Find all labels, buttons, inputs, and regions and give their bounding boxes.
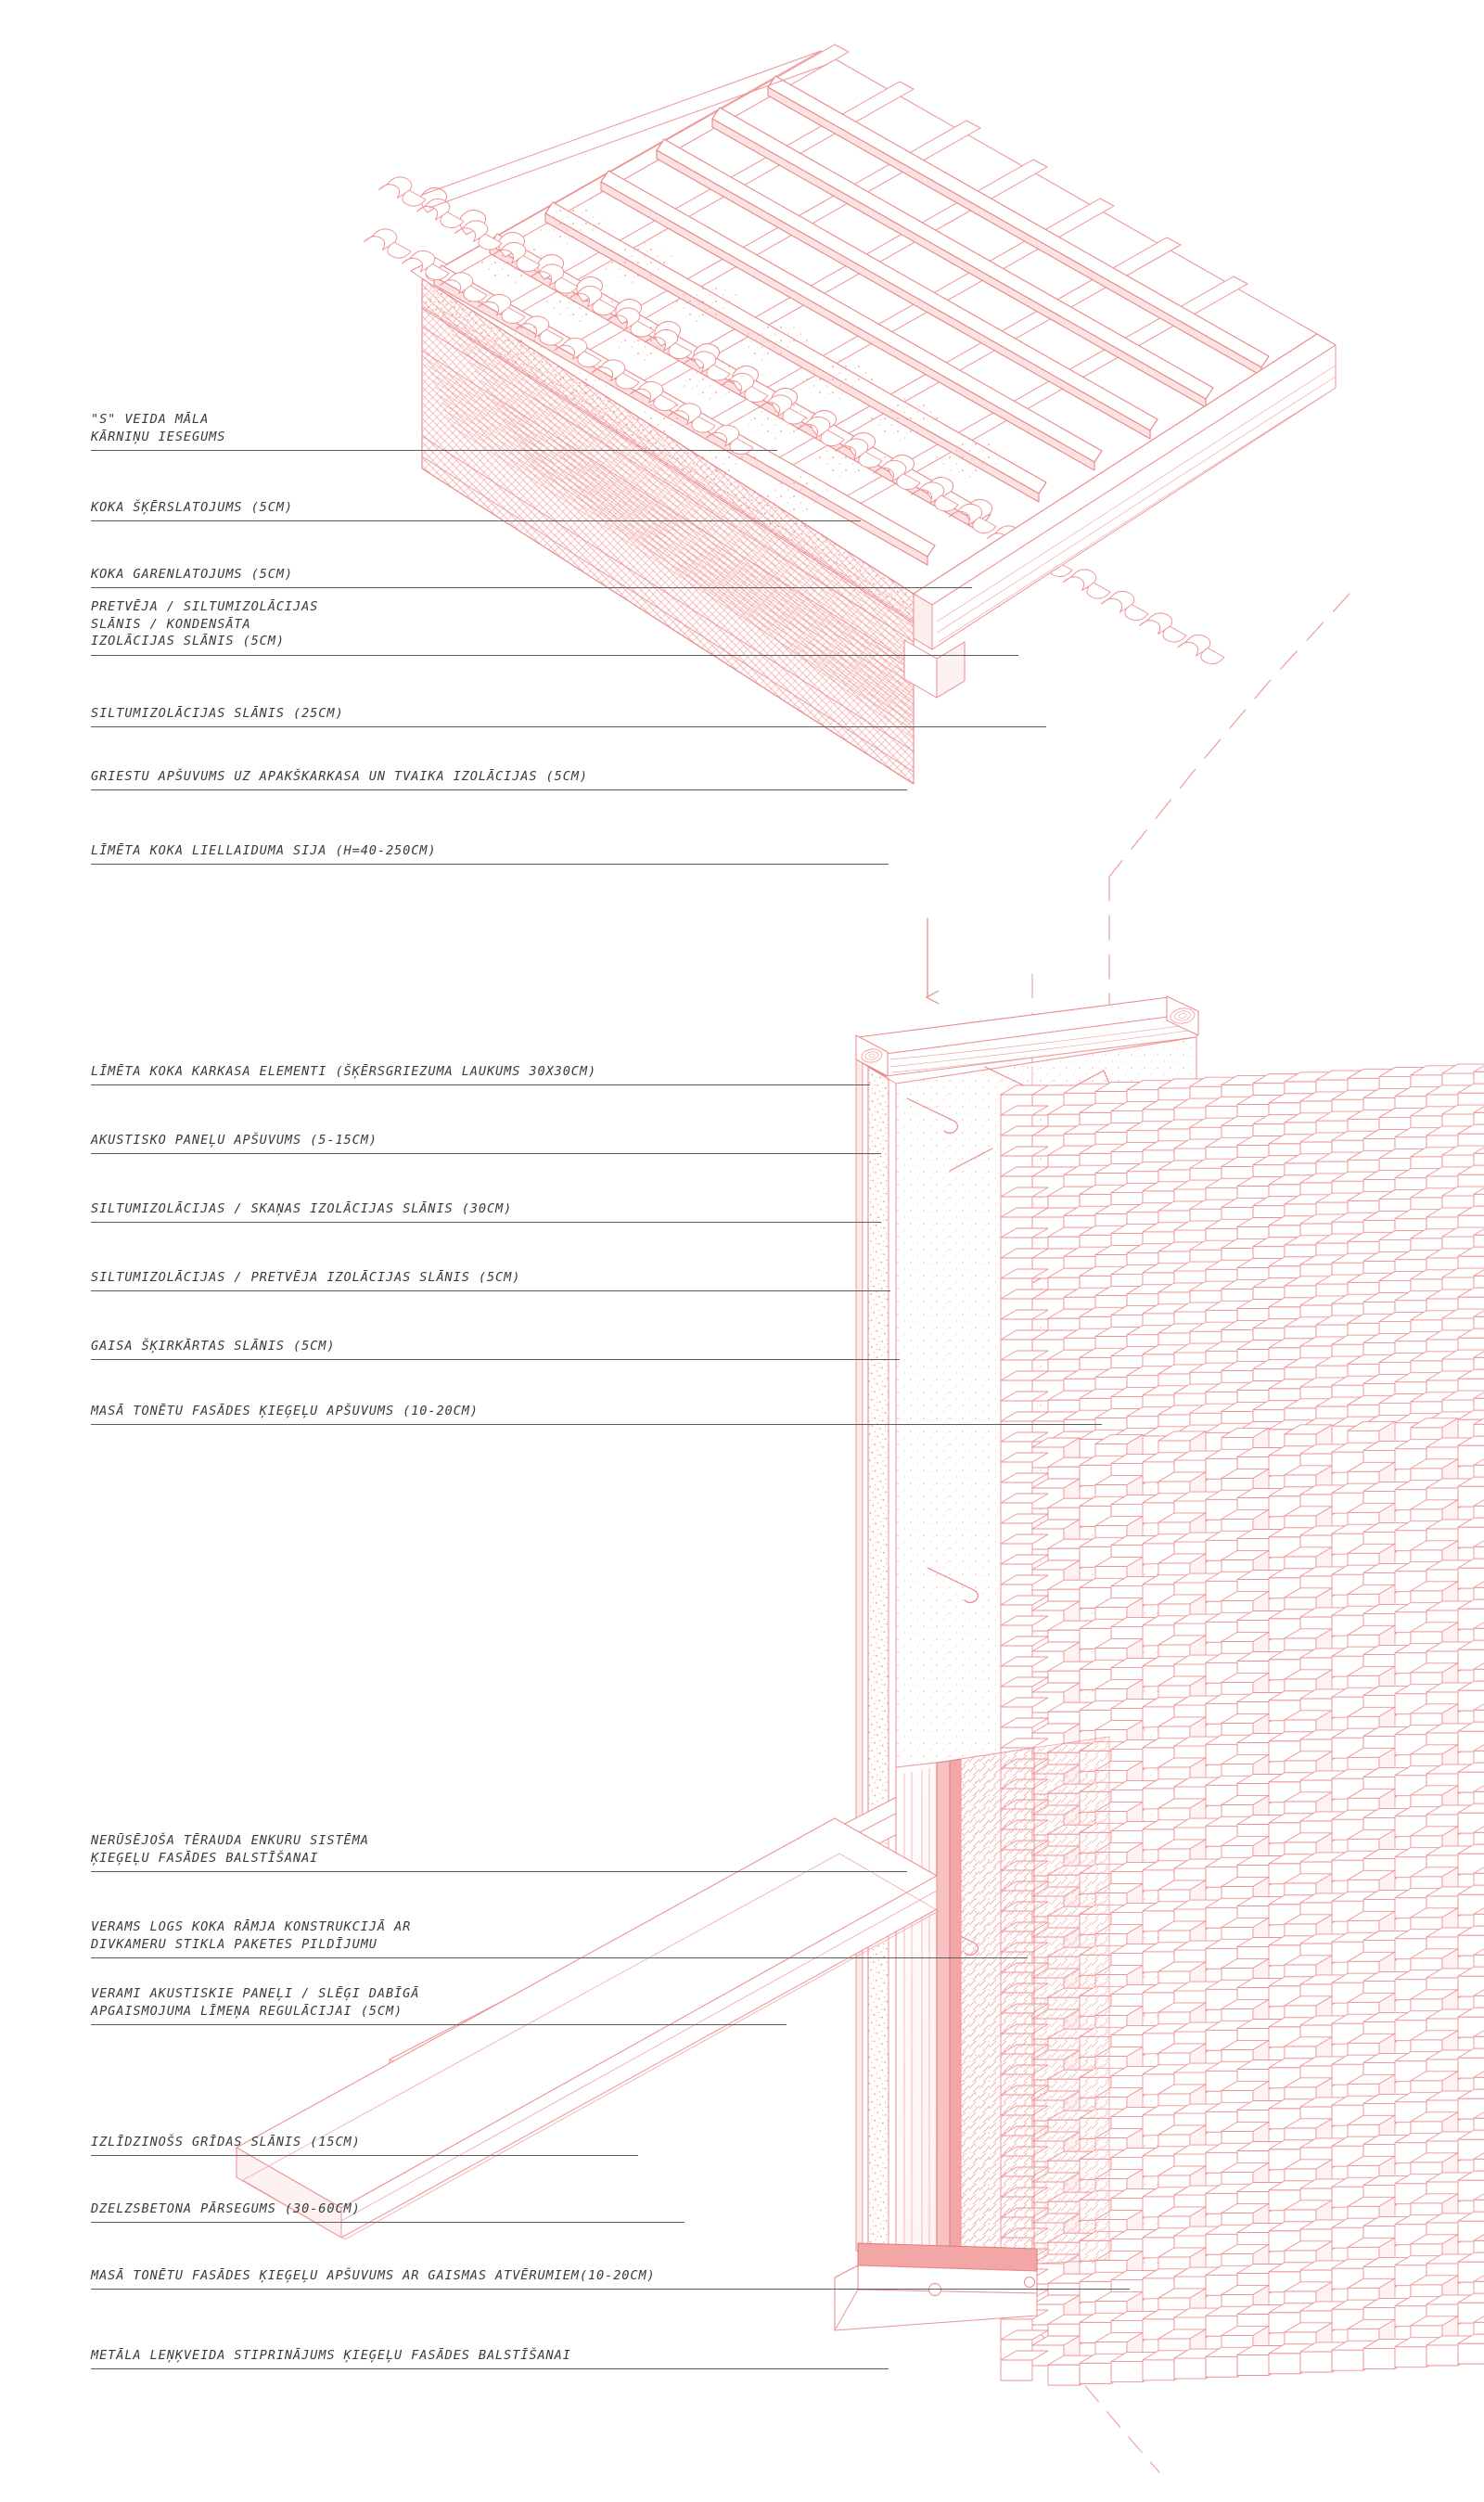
label-thermal-windproof-insulation: SILTUMIZOLĀCIJAS / PRETVĒJA IZOLĀCIJAS S… [91, 1269, 520, 1287]
label-line: VERAMI AKUSTISKIE PANEĻI / SLĒĢI DABĪGĀ [91, 1986, 420, 2001]
label-line: MASĀ TONĒTU FASĀDES ĶIEĢEĻU APŠUVUMS AR … [91, 2268, 656, 2283]
label-line: DZELZSBETONA PĀRSEGUMS (30-60CM) [91, 2201, 361, 2216]
leader-levelling-floor-screed [91, 2155, 638, 2156]
label-line: IZLĪDZINOŠS GRĪDAS SLĀNIS (15CM) [91, 2135, 361, 2149]
label-perforated-brick-facade: MASĀ TONĒTU FASĀDES ĶIEĢEĻU APŠUVUMS AR … [91, 2267, 656, 2285]
label-line: MASĀ TONĒTU FASĀDES ĶIEĢEĻU APŠUVUMS (10… [91, 1404, 479, 1418]
leader-ceiling-finish-vapour-barrier [91, 789, 907, 790]
label-windproof-condensation-layer: PRETVĒJA / SILTUMIZOLĀCIJAS SLĀNIS / KON… [91, 598, 318, 650]
leader-glulam-frame-elements [91, 1084, 870, 1085]
leader-stainless-steel-anchor-system [91, 1871, 907, 1872]
leader-thermal-insulation-layer [91, 726, 1046, 727]
label-tinted-brick-facade-cladding: MASĀ TONĒTU FASĀDES ĶIEĢEĻU APŠUVUMS (10… [91, 1403, 479, 1420]
label-line: GRIESTU APŠUVUMS UZ APAKŠKARKASA UN TVAI… [91, 769, 588, 784]
roof-assembly-graphic [364, 44, 1337, 785]
label-line: SILTUMIZOLĀCIJAS SLĀNIS (25CM) [91, 706, 344, 721]
leader-perforated-brick-facade [91, 2289, 1130, 2290]
label-steel-angle-support: METĀLA LEŅĶVEIDA STIPRINĀJUMS ĶIEĢEĻU FA… [91, 2347, 571, 2365]
leader-steel-angle-support [91, 2368, 889, 2369]
label-clay-tile-roofing: "S" VEIDA MĀLA KĀRNIŅU IESEGUMS [91, 411, 225, 445]
label-reinforced-concrete-slab: DZELZSBETONA PĀRSEGUMS (30-60CM) [91, 2200, 361, 2218]
leader-clay-tile-roofing [91, 450, 777, 451]
label-acoustic-panel-cladding: AKUSTISKO PANEĻU APŠUVUMS (5-15CM) [91, 1132, 377, 1149]
leader-glulam-long-span-beam [91, 864, 889, 865]
label-stainless-steel-anchor-system: NERŪSĒJOŠA TĒRAUDA ENKURU SISTĒMA ĶIEĢEĻ… [91, 1832, 369, 1867]
label-line: "S" VEIDA MĀLA [91, 412, 210, 427]
leader-air-cavity-layer [91, 1359, 900, 1360]
label-line: SLĀNIS / KONDENSĀTA [91, 616, 251, 632]
leader-openable-acoustic-panels-shutters [91, 2024, 787, 2025]
leader-thermal-acoustic-insulation [91, 1222, 881, 1223]
base-assembly-graphic [236, 1736, 1110, 2331]
label-line: GAISA ŠĶIRKĀRTAS SLĀNIS (5CM) [91, 1339, 336, 1354]
label-line: NERŪSĒJOŠA TĒRAUDA ENKURU SISTĒMA [91, 1833, 369, 1848]
label-line: LĪMĒTA KOKA KARKASA ELEMENTI (ŠĶĒRSGRIEZ… [91, 1064, 597, 1079]
label-line: VERAMS LOGS KOKA RĀMJA KONSTRUKCIJĀ AR [91, 1919, 412, 1934]
label-line: ĶIEĢEĻU FASĀDES BALSTĪŠANAI [91, 1850, 319, 1866]
label-air-cavity-layer: GAISA ŠĶIRKĀRTAS SLĀNIS (5CM) [91, 1338, 335, 1355]
leader-tinted-brick-facade-cladding [91, 1424, 1102, 1425]
label-openable-timber-frame-window: VERAMS LOGS KOKA RĀMJA KONSTRUKCIJĀ AR D… [91, 1918, 411, 1953]
leader-reinforced-concrete-slab [91, 2222, 684, 2223]
label-counter-battens: KOKA GARENLATOJUMS (5CM) [91, 566, 293, 584]
leader-windproof-condensation-layer [91, 655, 1018, 656]
label-line: DIVKAMERU STIKLA PAKETES PILDĪJUMU [91, 1936, 377, 1952]
leader-thermal-windproof-insulation [91, 1290, 890, 1291]
label-line: KOKA ŠĶĒRSLATOJUMS (5CM) [91, 500, 294, 515]
label-line: IZOLĀCIJAS SLĀNIS (5CM) [91, 634, 285, 648]
label-line: APGAISMOJUMA LĪMEŅA REGULĀCIJAI (5CM) [91, 2003, 403, 2019]
label-glulam-frame-elements: LĪMĒTA KOKA KARKASA ELEMENTI (ŠĶĒRSGRIEZ… [91, 1063, 596, 1081]
leader-cross-battens [91, 520, 861, 521]
label-ceiling-finish-vapour-barrier: GRIESTU APŠUVUMS UZ APAKŠKARKASA UN TVAI… [91, 768, 588, 786]
label-line: SILTUMIZOLĀCIJAS / PRETVĒJA IZOLĀCIJAS S… [91, 1270, 521, 1285]
label-line: KOKA GARENLATOJUMS (5CM) [91, 567, 294, 582]
label-glulam-long-span-beam: LĪMĒTA KOKA LIELLAIDUMA SIJA (H=40-250CM… [91, 842, 436, 860]
label-thermal-insulation-layer: SILTUMIZOLĀCIJAS SLĀNIS (25CM) [91, 705, 344, 723]
leader-counter-battens [91, 587, 972, 588]
label-openable-acoustic-panels-shutters: VERAMI AKUSTISKIE PANEĻI / SLĒĢI DABĪGĀ … [91, 1985, 419, 2020]
label-line: PRETVĒJA / SILTUMIZOLĀCIJAS [91, 599, 319, 614]
label-line: KĀRNIŅU IESEGUMS [91, 429, 226, 444]
label-cross-battens: KOKA ŠĶĒRSLATOJUMS (5CM) [91, 499, 293, 517]
leader-openable-timber-frame-window [91, 1957, 1028, 1958]
label-levelling-floor-screed: IZLĪDZINOŠS GRĪDAS SLĀNIS (15CM) [91, 2134, 361, 2151]
label-line: AKUSTISKO PANEĻU APŠUVUMS (5-15CM) [91, 1133, 377, 1148]
label-line: SILTUMIZOLĀCIJAS / SKAŅAS IZOLĀCIJAS SLĀ… [91, 1201, 513, 1216]
wall-assembly-graphic [855, 995, 1484, 2386]
label-thermal-acoustic-insulation: SILTUMIZOLĀCIJAS / SKAŅAS IZOLĀCIJAS SLĀ… [91, 1200, 512, 1218]
label-line: LĪMĒTA KOKA LIELLAIDUMA SIJA (H=40-250CM… [91, 843, 437, 858]
leader-acoustic-panel-cladding [91, 1153, 881, 1154]
label-line: METĀLA LEŅĶVEIDA STIPRINĀJUMS ĶIEĢEĻU FA… [91, 2348, 571, 2363]
